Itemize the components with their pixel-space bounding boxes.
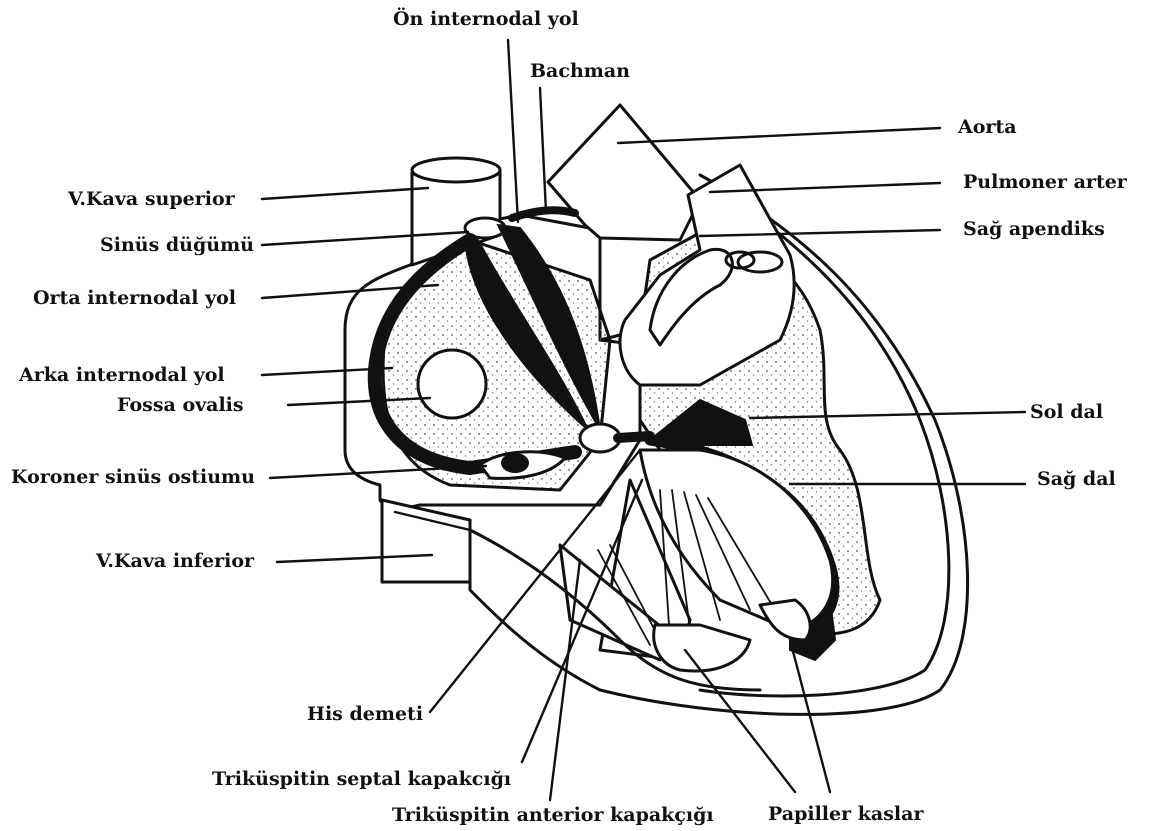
label-aorta: Aorta [958,118,1017,137]
label-fossa-ovalis: Fossa ovalis [117,396,244,415]
label-arka-internodal-yol: Arka internodal yol [19,366,225,385]
label-sag-dal: Sağ dal [1037,470,1116,489]
label-orta-internodal-yol: Orta internodal yol [33,289,236,308]
label-pulmoner-arter: Pulmoner arter [963,173,1127,192]
label-v-kava-inferior: V.Kava inferior [96,552,254,571]
label-his-demeti: His demeti [307,705,423,724]
label-sag-apendiks: Sağ apendiks [963,220,1105,239]
label-sol-dal: Sol dal [1030,403,1103,422]
label-koroner-sinus-ostiumu: Koroner sinüs ostiumu [11,468,255,487]
label-trikuspitin-septal-kapakcigi: Triküspitin septal kapakcığı [212,770,511,789]
papillary-muscle-1 [654,625,750,671]
bachman-bundle [512,210,575,218]
aorta [548,105,700,240]
label-bachman: Bachman [530,62,630,81]
label-sinus-dugumu: Sinüs düğümü [100,236,254,255]
label-v-kava-superior: V.Kava superior [68,190,235,209]
label-papiller-kaslar: Papiller kaslar [768,805,923,824]
papillary-muscle-2 [760,600,810,640]
svc-opening [412,158,500,182]
label-on-internodal-yol: Ön internodal yol [393,10,579,29]
label-trikuspitin-anterior-kapakcigi: Triküspitin anterior kapakçığı [392,806,714,825]
fossa-ovalis [418,350,486,418]
